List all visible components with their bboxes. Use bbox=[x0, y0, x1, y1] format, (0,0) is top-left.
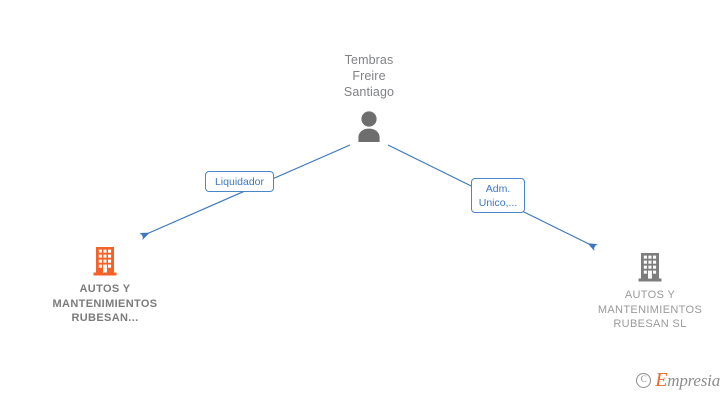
brand-rest: mpresia bbox=[667, 371, 720, 390]
company-name-label-left: AUTOS Y MANTENIMIENTOS RUBESAN... bbox=[52, 283, 158, 324]
company-name-label-right: AUTOS Y MANTENIMIENTOS RUBESAN SL bbox=[597, 289, 703, 330]
brand-wordmark: Empresia bbox=[655, 369, 720, 392]
company-node-right[interactable]: AUTOS Y MANTENIMIENTOS RUBESAN SL bbox=[560, 252, 728, 332]
person-node[interactable]: Tembras Freire Santiago bbox=[309, 52, 429, 142]
brand-initial: E bbox=[655, 369, 668, 391]
empresia-watermark: C Empresia bbox=[636, 369, 720, 392]
copyright-icon: C bbox=[636, 373, 652, 388]
relation-label-adm-unico[interactable]: Adm. Unico,... bbox=[471, 178, 525, 213]
person-name-label: Tembras Freire Santiago bbox=[343, 53, 395, 99]
relation-label-liquidador[interactable]: Liquidador bbox=[205, 171, 274, 192]
person-silhouette-icon bbox=[358, 111, 380, 142]
building-icon bbox=[93, 247, 117, 276]
building-icon bbox=[638, 253, 662, 282]
company-node-left[interactable]: AUTOS Y MANTENIMIENTOS RUBESAN... bbox=[15, 246, 195, 326]
